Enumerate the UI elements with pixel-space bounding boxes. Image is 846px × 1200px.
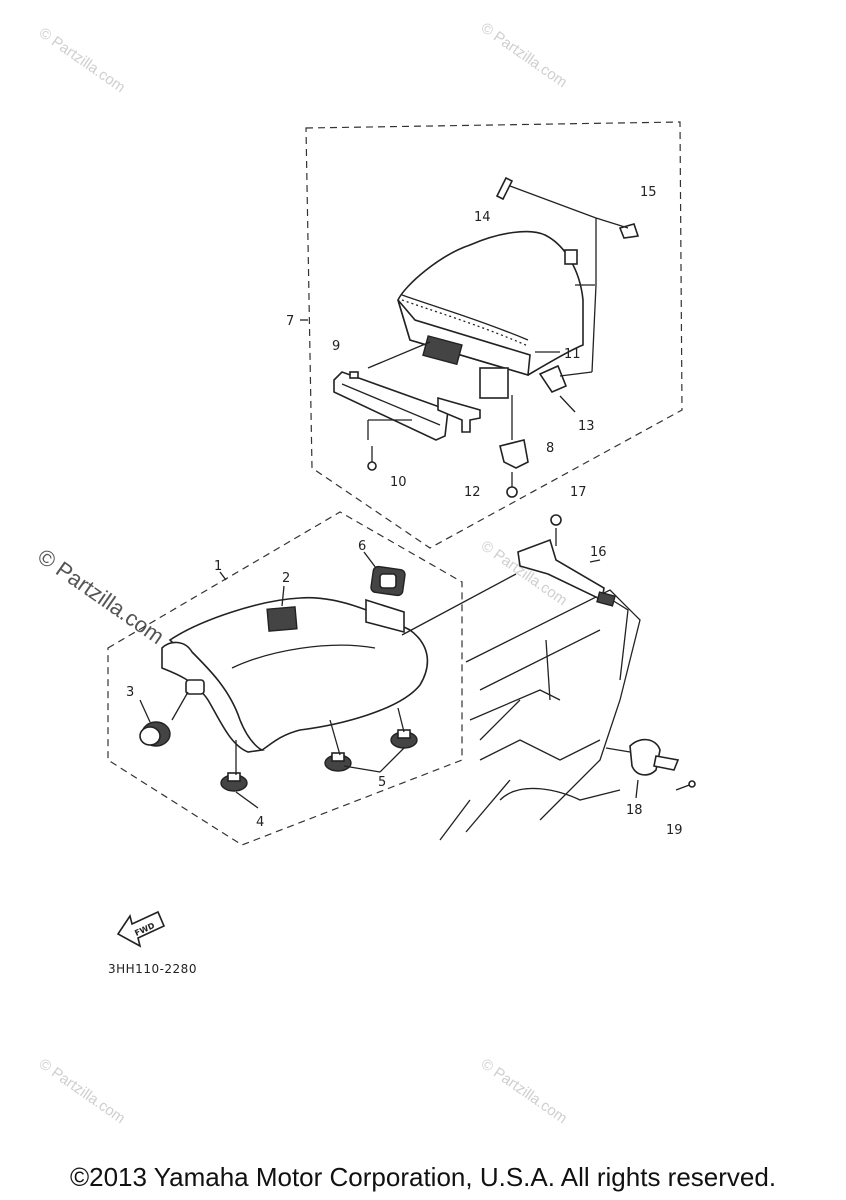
callout-12: 12 [464, 485, 481, 500]
seat-rail [333, 371, 449, 441]
callout-6: 6 [358, 539, 366, 554]
callout-11: 11 [564, 347, 581, 362]
damper-4 [220, 772, 248, 792]
callout-1: 1 [214, 559, 222, 574]
lock-18 [605, 738, 696, 791]
rear-seat-group-outline [305, 121, 683, 549]
frame-sketch [439, 589, 641, 841]
callout-14: 14 [474, 210, 491, 225]
callout-16: 16 [590, 545, 607, 560]
watermark-top-left: © Partzilla.com [36, 24, 129, 96]
callout-9: 9 [332, 339, 340, 354]
callout-5: 5 [378, 775, 386, 790]
seat-lock-16 [517, 514, 616, 607]
callout-3: 3 [126, 685, 134, 700]
watermark-bottom-right: © Partzilla.com [478, 1055, 571, 1127]
damper-6 [365, 565, 406, 634]
rear-seat [397, 230, 584, 399]
fasteners-upper [367, 176, 640, 498]
fwd-arrow-icon: FWD [116, 910, 166, 948]
bracket-13 [538, 364, 568, 393]
watermark-top-right: © Partzilla.com [478, 19, 571, 91]
callout-7: 7 [286, 314, 294, 329]
copyright-footer: ©2013 Yamaha Motor Corporation, U.S.A. A… [69, 1162, 777, 1192]
seat-bracket [437, 396, 481, 433]
callout-18: 18 [626, 803, 643, 818]
bumper-3 [139, 721, 171, 747]
leader-lines-upper [300, 185, 629, 440]
watermark-prominent: © Partzilla.com [33, 544, 169, 650]
front-seat [161, 596, 429, 753]
callout-2: 2 [282, 571, 290, 586]
callout-13: 13 [578, 419, 595, 434]
bracket-8 [499, 439, 529, 469]
leader-lines-lower [139, 551, 639, 809]
callout-15: 15 [640, 185, 657, 200]
reference-code: 3HH110-2280 [108, 962, 197, 976]
callout-10: 10 [390, 475, 407, 490]
callout-8: 8 [546, 441, 554, 456]
callout-17: 17 [570, 485, 587, 500]
callout-19: 19 [666, 823, 683, 838]
watermark-bottom-left: © Partzilla.com [36, 1055, 129, 1127]
callout-numbers: 1 2 3 4 5 6 7 8 9 10 11 12 13 14 15 16 1… [126, 185, 683, 838]
callout-4: 4 [256, 815, 264, 830]
front-seat-group-outline [107, 511, 463, 846]
